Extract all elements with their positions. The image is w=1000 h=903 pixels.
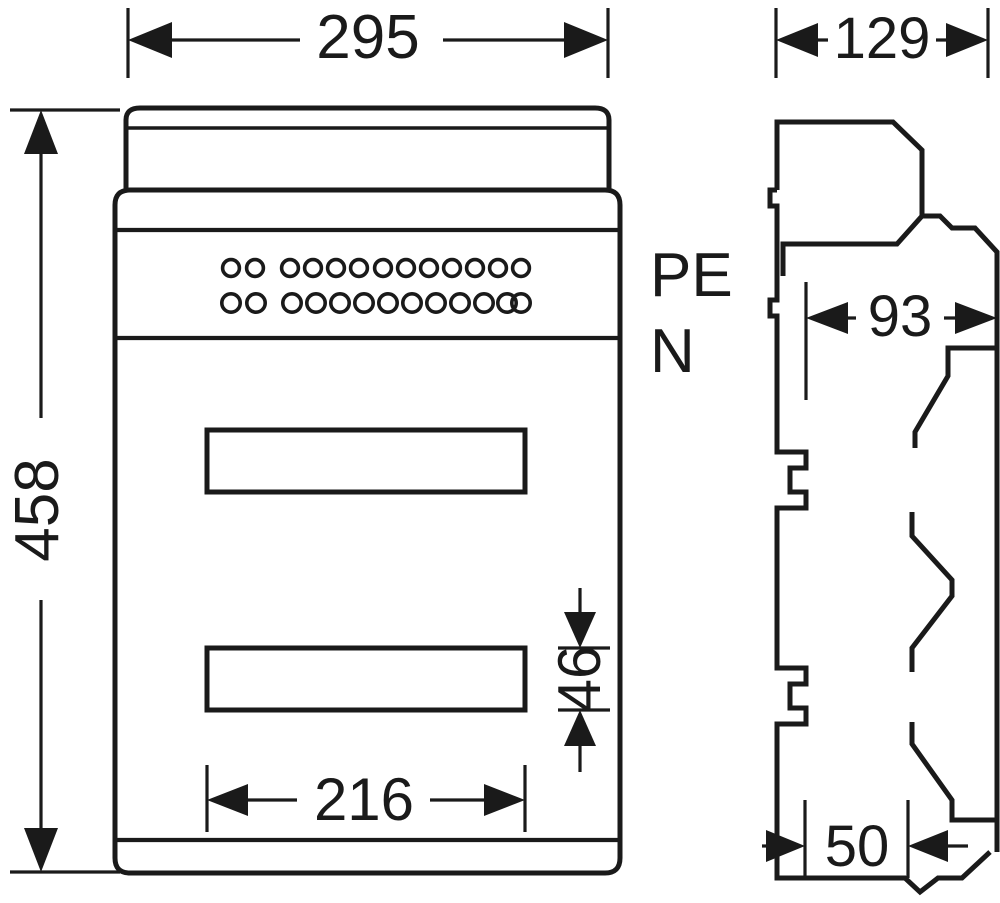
terminal-hole bbox=[509, 291, 532, 314]
upper-window bbox=[204, 427, 528, 495]
terminal-hole bbox=[279, 257, 301, 279]
terminal-hole bbox=[400, 291, 423, 314]
terminal-hole bbox=[220, 291, 243, 314]
terminal-hole-row-n bbox=[220, 291, 532, 314]
dimension-50-arrow-left bbox=[766, 830, 805, 862]
terminal-hole bbox=[280, 291, 303, 314]
label-pe: PE bbox=[650, 241, 733, 310]
side-inner-feature-upper bbox=[912, 345, 997, 448]
side-right-outer-profile bbox=[922, 213, 1000, 852]
dimension-458-arrow-top bbox=[24, 110, 58, 154]
terminal-hole bbox=[448, 291, 471, 314]
terminal-hole bbox=[395, 257, 417, 279]
dimension-458-value: 458 bbox=[3, 458, 72, 561]
dimension-216-arrow-right bbox=[484, 784, 525, 816]
dimension-216-arrow-left bbox=[207, 784, 248, 816]
dimension-93-value: 93 bbox=[868, 284, 933, 349]
terminal-hole bbox=[510, 257, 532, 279]
side-left-wall bbox=[767, 276, 809, 862]
side-cover-left-step bbox=[767, 187, 780, 276]
dimension-50-arrow-right bbox=[908, 830, 948, 862]
terminal-hole bbox=[352, 291, 375, 314]
dimension-458-arrow-bottom bbox=[24, 828, 58, 872]
terminal-hole bbox=[376, 291, 399, 314]
dimension-46-arrow-bottom bbox=[564, 710, 596, 746]
terminal-hole bbox=[325, 257, 347, 279]
dimension-50-group: 50 bbox=[762, 800, 968, 879]
front-view bbox=[112, 105, 623, 876]
terminal-hole bbox=[304, 291, 327, 314]
side-inner-feature-lower bbox=[909, 722, 997, 823]
side-bottom-edge bbox=[774, 850, 992, 896]
terminal-hole bbox=[245, 291, 268, 314]
dimension-295-value: 295 bbox=[316, 3, 419, 72]
terminal-hole bbox=[418, 257, 440, 279]
terminal-hole bbox=[441, 257, 463, 279]
dimension-216-value: 216 bbox=[314, 766, 414, 833]
dimension-295-arrow-right bbox=[564, 22, 608, 58]
pe-n-label-group: PE N bbox=[650, 241, 733, 386]
dimension-46-group: 46 bbox=[546, 588, 613, 772]
dimension-93-arrow-left bbox=[806, 302, 848, 334]
front-top-cover bbox=[123, 105, 612, 190]
terminal-hole bbox=[487, 257, 509, 279]
terminal-hole bbox=[302, 257, 324, 279]
dimension-295-group: 295 bbox=[126, 3, 610, 78]
terminal-hole bbox=[220, 257, 242, 279]
dimension-46-arrow-top bbox=[564, 612, 596, 648]
terminal-hole bbox=[472, 291, 495, 314]
side-view bbox=[767, 119, 1000, 896]
terminal-hole bbox=[372, 257, 394, 279]
lower-window bbox=[204, 645, 528, 713]
side-inner-feature-middle bbox=[909, 512, 955, 672]
dimension-46-value: 46 bbox=[546, 646, 613, 713]
dimension-216-group: 216 bbox=[205, 765, 527, 833]
front-body-outline bbox=[112, 187, 623, 876]
dimension-129-arrow-right bbox=[946, 23, 988, 57]
terminal-hole-row-pe bbox=[220, 257, 532, 279]
dimension-50-value: 50 bbox=[825, 814, 890, 879]
dimension-93-group: 93 bbox=[804, 282, 997, 400]
terminal-hole bbox=[348, 257, 370, 279]
terminal-hole bbox=[464, 257, 486, 279]
label-n: N bbox=[650, 317, 695, 386]
dimension-93-arrow-right bbox=[955, 302, 997, 334]
terminal-hole bbox=[424, 291, 447, 314]
dimension-129-arrow-left bbox=[776, 23, 818, 57]
terminal-hole bbox=[328, 291, 351, 314]
side-cover-lower-chamfer bbox=[780, 190, 925, 276]
dimension-295-arrow-left bbox=[128, 22, 172, 58]
side-top-cover-upper bbox=[774, 119, 925, 190]
dimension-458-group: 458 bbox=[3, 108, 120, 874]
terminal-hole bbox=[244, 257, 266, 279]
dimension-129-group: 129 bbox=[774, 6, 990, 78]
terminal-hole bbox=[495, 291, 518, 314]
dimension-129-value: 129 bbox=[834, 6, 931, 71]
